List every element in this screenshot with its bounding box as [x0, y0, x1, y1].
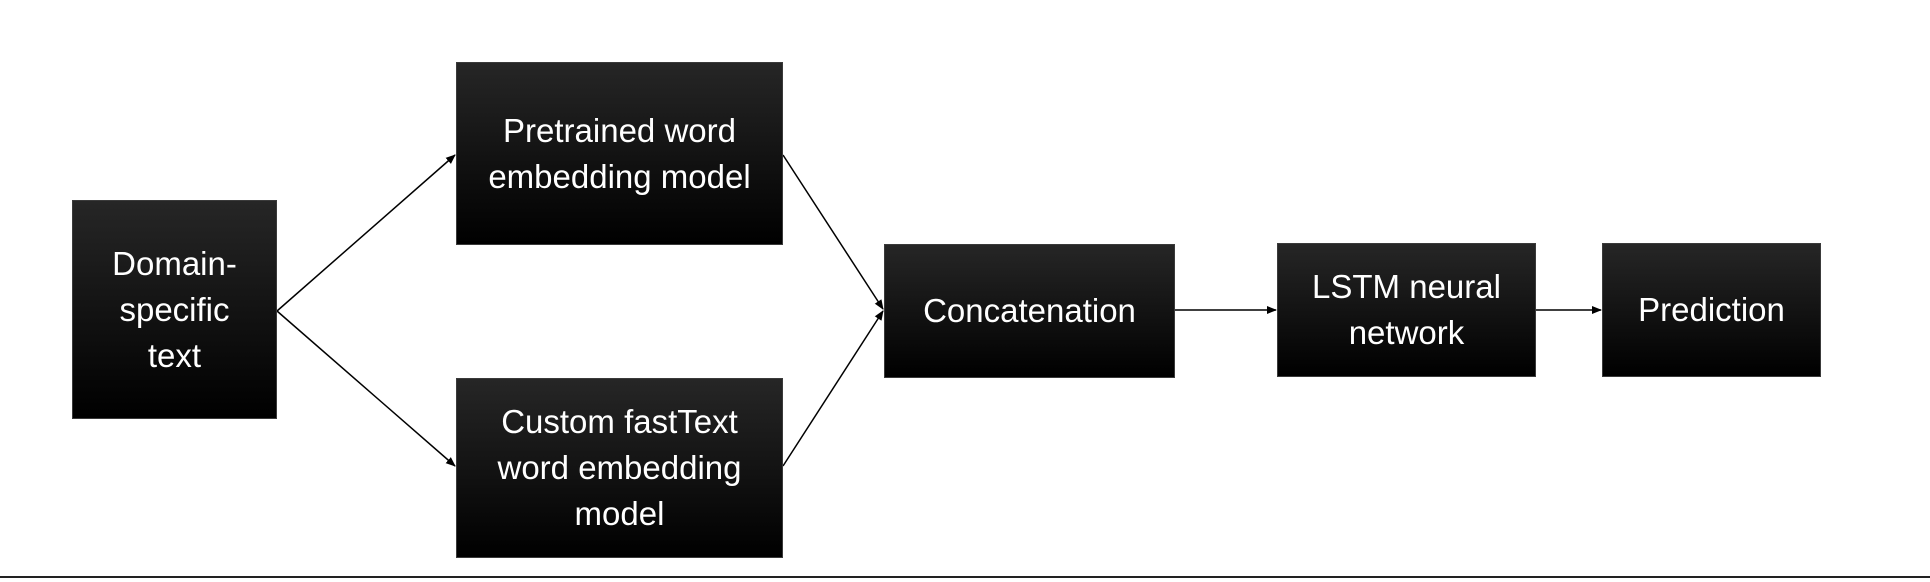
bottom-divider — [0, 576, 1930, 578]
node-lstm-neural-network: LSTM neural network — [1277, 243, 1536, 377]
edge-pretrained-model-to-concatenation — [782, 154, 884, 310]
node-domain-specific-text: Domain- specific text — [72, 200, 277, 419]
edge-domain-text-to-pretrained-model — [276, 154, 456, 312]
node-pretrained-word-embedding-model: Pretrained word embedding model — [456, 62, 783, 245]
edge-custom-fasttext-model-to-concatenation — [782, 310, 884, 467]
node-concatenation: Concatenation — [884, 244, 1175, 378]
node-custom-fasttext-word-embedding-model: Custom fastText word embedding model — [456, 378, 783, 558]
edge-domain-text-to-custom-fasttext-model — [276, 310, 456, 467]
node-prediction: Prediction — [1602, 243, 1821, 377]
